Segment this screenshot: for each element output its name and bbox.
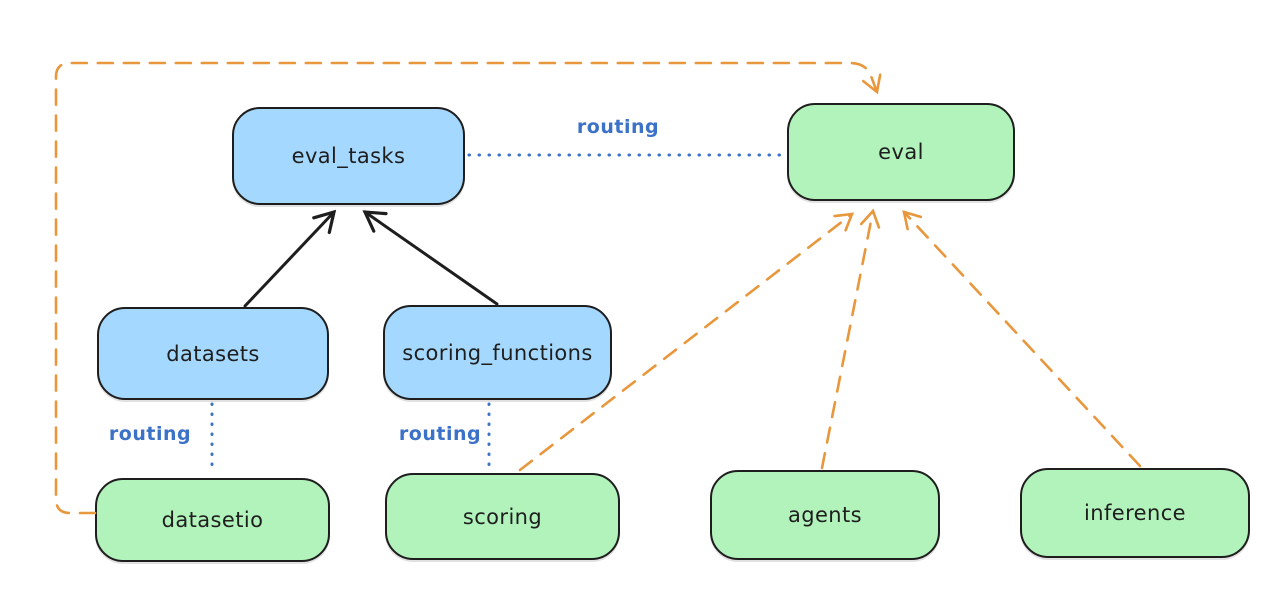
edge-agents-to-eval: [820, 208, 881, 470]
node-scoring: scoring: [385, 473, 620, 560]
node-label-agents: agents: [787, 503, 862, 527]
node-label-scoring_functions: scoring_functions: [402, 340, 593, 365]
node-eval: eval: [787, 103, 1015, 201]
edge-scoring_functions-to-eval_tasks: [362, 210, 499, 306]
node-agents: agents: [710, 470, 940, 560]
edge-datasetio-to-eval: [54, 61, 882, 515]
node-label-eval: eval: [878, 140, 924, 164]
node-datasetio: datasetio: [95, 478, 330, 562]
node-label-inference: inference: [1084, 501, 1186, 525]
node-label-datasetio: datasetio: [161, 508, 264, 532]
routing-label-datasets-datasetio: routing: [108, 423, 192, 445]
node-label-scoring: scoring: [462, 504, 543, 529]
node-inference: inference: [1020, 468, 1250, 558]
node-label-datasets: datasets: [166, 341, 260, 366]
edge-datasets-to-eval_tasks: [243, 209, 337, 308]
routing-label-eval_tasks-eval: routing: [576, 116, 660, 138]
node-eval_tasks: eval_tasks: [232, 107, 465, 205]
node-scoring_functions: scoring_functions: [383, 305, 612, 400]
edge-inference-to-eval: [902, 210, 1142, 468]
node-label-eval_tasks: eval_tasks: [291, 144, 406, 168]
routing-label-scoring_functions-scoring: routing: [398, 423, 482, 445]
node-datasets: datasets: [97, 307, 329, 400]
